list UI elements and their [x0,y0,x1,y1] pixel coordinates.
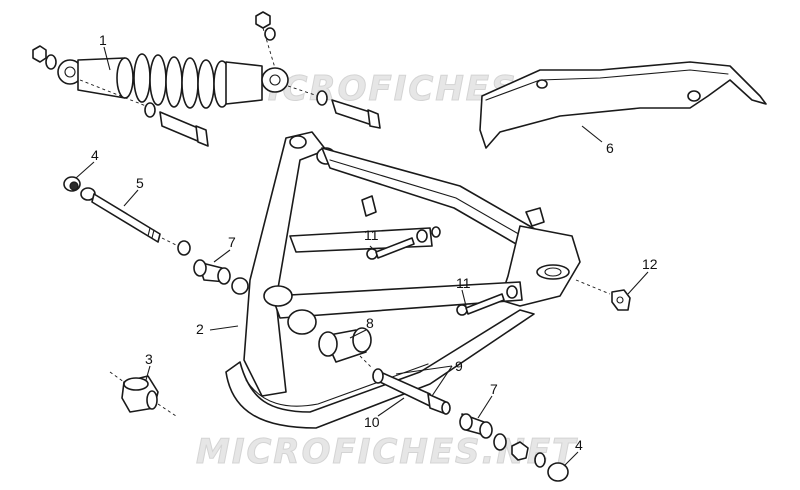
lower-hardware [493,433,546,468]
callout-4-right: 4 [575,437,583,453]
cap-left [63,176,81,192]
callout-9: 9 [455,358,463,374]
callout-12: 12 [642,256,658,272]
callout-7-right: 7 [490,381,498,397]
spacer [318,327,372,363]
callout-6: 6 [606,140,614,156]
callout-3: 3 [145,351,153,367]
shock-lower-washer [144,102,156,118]
swing-arm-left-plate [243,131,327,397]
callout-2: 2 [196,321,204,337]
swing-arm [225,131,581,429]
shock-left-washer [45,54,57,70]
callout-10: 10 [364,414,380,430]
rubber-bumper [109,371,177,417]
screw-upper [366,226,441,260]
callout-5: 5 [136,175,144,191]
shock-top-nut [255,11,271,29]
bushing-right [459,413,493,439]
callout-8: 8 [366,315,374,331]
shock-spring [133,53,231,109]
shock-absorber [32,11,381,147]
chain-guard-body [479,61,767,149]
callout-1: 1 [99,32,107,48]
shock-upper-body [225,61,263,105]
shock-right-washer [316,90,328,106]
callout-11-upper: 11 [364,227,379,243]
cap-right [547,462,569,482]
callout-4-left: 4 [91,147,99,163]
swing-arm-cross-member [271,281,523,319]
callout-7-left: 7 [228,234,236,250]
shock-lower-bolt [159,111,201,143]
leader-lines [75,46,649,467]
shock-upper-eye [261,67,289,93]
chain-guard [479,61,767,149]
callout-11-lower: 11 [456,275,471,291]
screw-lower [456,285,518,316]
shock-left-nut [32,45,47,63]
pivot-bolt [80,187,191,256]
sleeve-pin-assembly [359,355,451,415]
axle-slot [536,264,570,280]
plate [575,279,631,311]
swing-arm-lower-tube [225,309,535,429]
bushing-left [193,259,231,285]
